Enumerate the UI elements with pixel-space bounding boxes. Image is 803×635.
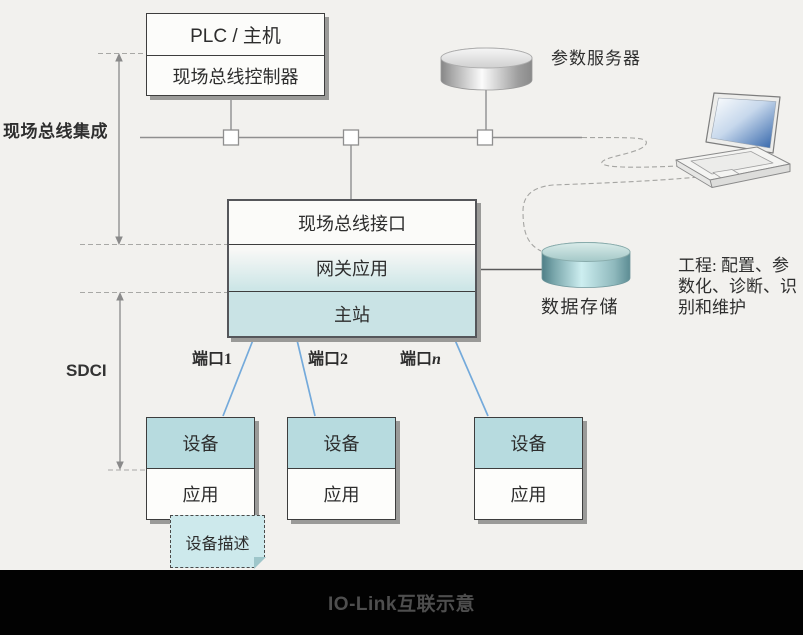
- engineering-text-line: 工程: 配置、参: [678, 256, 789, 275]
- device-box: 设备 应用: [146, 417, 255, 520]
- diagram-title: IO-Link互联示意: [328, 594, 475, 615]
- port-1-label: 端口1: [192, 345, 232, 369]
- device-row: 设备: [475, 418, 582, 469]
- engineering-text-line: 数化、诊断、识: [678, 277, 797, 296]
- plc-host-box: PLC / 主机 现场总线控制器: [146, 13, 325, 96]
- plc-host-label: PLC / 主机: [147, 14, 324, 56]
- port-label-text: 端口: [192, 351, 225, 368]
- laptop-icon: [675, 92, 791, 188]
- application-row: 应用: [147, 469, 254, 518]
- param-server-icon: [440, 47, 533, 91]
- sdci-label: SDCI: [66, 361, 107, 380]
- device-description-label: 设备描述: [185, 535, 250, 553]
- fieldbus-controller-label: 现场总线控制器: [172, 66, 299, 87]
- device-box: 设备 应用: [287, 417, 396, 520]
- footer-banner: IO-Link互联示意: [0, 570, 803, 635]
- gateway-application-row: 网关应用: [229, 245, 475, 292]
- fieldbus-line: [140, 89, 582, 199]
- device-row: 设备: [288, 418, 395, 469]
- port-number: n: [432, 351, 441, 368]
- device-box: 设备 应用: [474, 417, 583, 520]
- device-description-note: 设备描述: [170, 515, 266, 569]
- dashed-connection-lines: [522, 136, 738, 252]
- param-server-label: 参数服务器: [551, 49, 641, 68]
- port-label-text: 端口: [308, 351, 341, 368]
- port-2-label: 端口2: [308, 345, 348, 369]
- port-n-label: 端口n: [400, 345, 441, 369]
- engineering-text-line: 别和维护: [678, 298, 746, 317]
- fieldbus-interface-row: 现场总线接口: [229, 201, 475, 245]
- folded-corner-icon: [253, 556, 266, 569]
- master-station-row: 主站: [229, 292, 475, 336]
- port-label-text: 端口: [400, 351, 433, 368]
- gateway-master-box: 现场总线接口 网关应用 主站: [227, 199, 477, 338]
- device-row: 设备: [147, 418, 254, 469]
- port-number: 2: [340, 351, 349, 368]
- data-storage-icon: [479, 242, 631, 288]
- engineering-text: 工程: 配置、参 数化、诊断、识 别和维护: [678, 255, 803, 318]
- port-lines: [222, 339, 489, 417]
- data-storage-label: 数据存储: [541, 297, 619, 317]
- application-row: 应用: [475, 469, 582, 518]
- application-row: 应用: [288, 469, 395, 518]
- port-number: 1: [224, 351, 233, 368]
- fieldbus-integration-label: 现场总线集成: [3, 122, 108, 141]
